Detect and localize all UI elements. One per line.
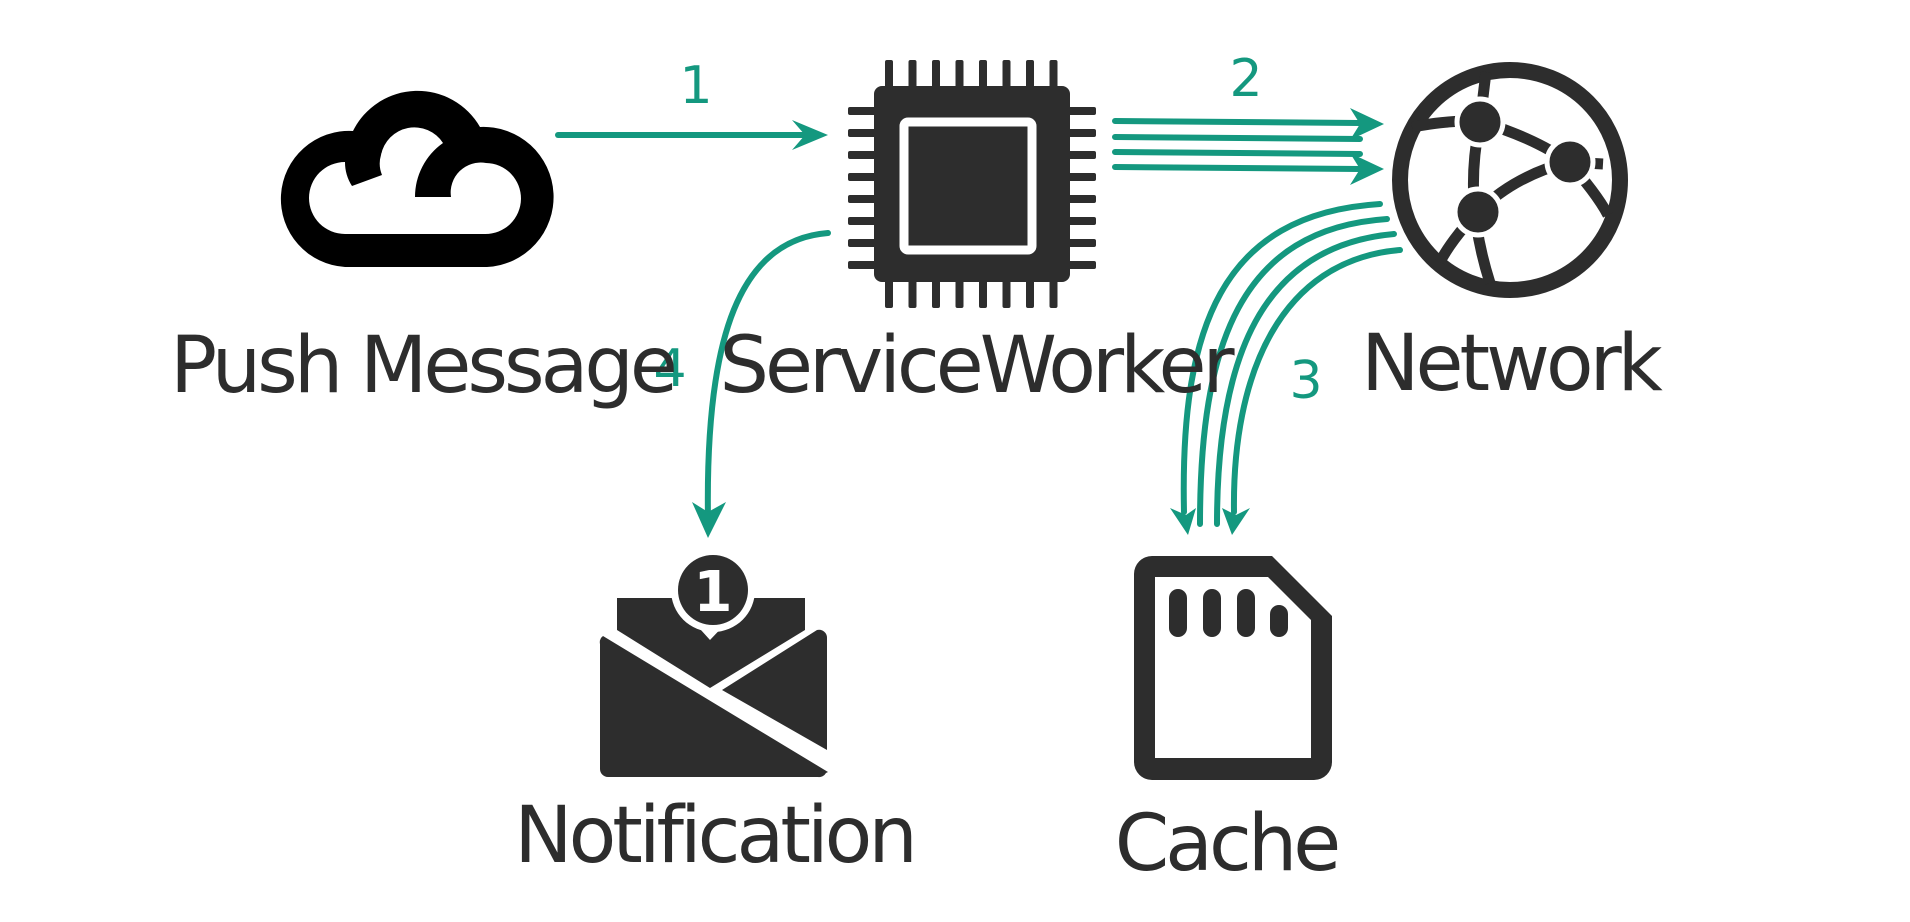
- label-network: Network: [1361, 319, 1663, 409]
- arrow-network-to-cache: [1170, 201, 1403, 535]
- chip-icon: [848, 60, 1096, 308]
- notification-badge-count: 1: [694, 560, 733, 625]
- arrow-serviceworker-to-network: [1112, 108, 1384, 185]
- arrow-push-to-serviceworker: [555, 120, 828, 150]
- step-label-1: 1: [679, 56, 712, 116]
- step-label-2: 2: [1229, 49, 1262, 109]
- network-globe-icon: [1392, 62, 1628, 298]
- step-label-4: 4: [653, 339, 686, 399]
- label-cache: Cache: [1115, 799, 1338, 889]
- label-serviceworker: ServiceWorker: [719, 321, 1235, 411]
- sd-card-icon: [1134, 556, 1332, 780]
- arrow-serviceworker-to-notification: [692, 230, 831, 538]
- label-notification: Notification: [514, 791, 914, 881]
- envelope-icon: [599, 548, 828, 778]
- label-push-message: Push Message: [170, 321, 674, 411]
- step-label-3: 3: [1289, 351, 1322, 411]
- cloud-icon: [280, 90, 554, 267]
